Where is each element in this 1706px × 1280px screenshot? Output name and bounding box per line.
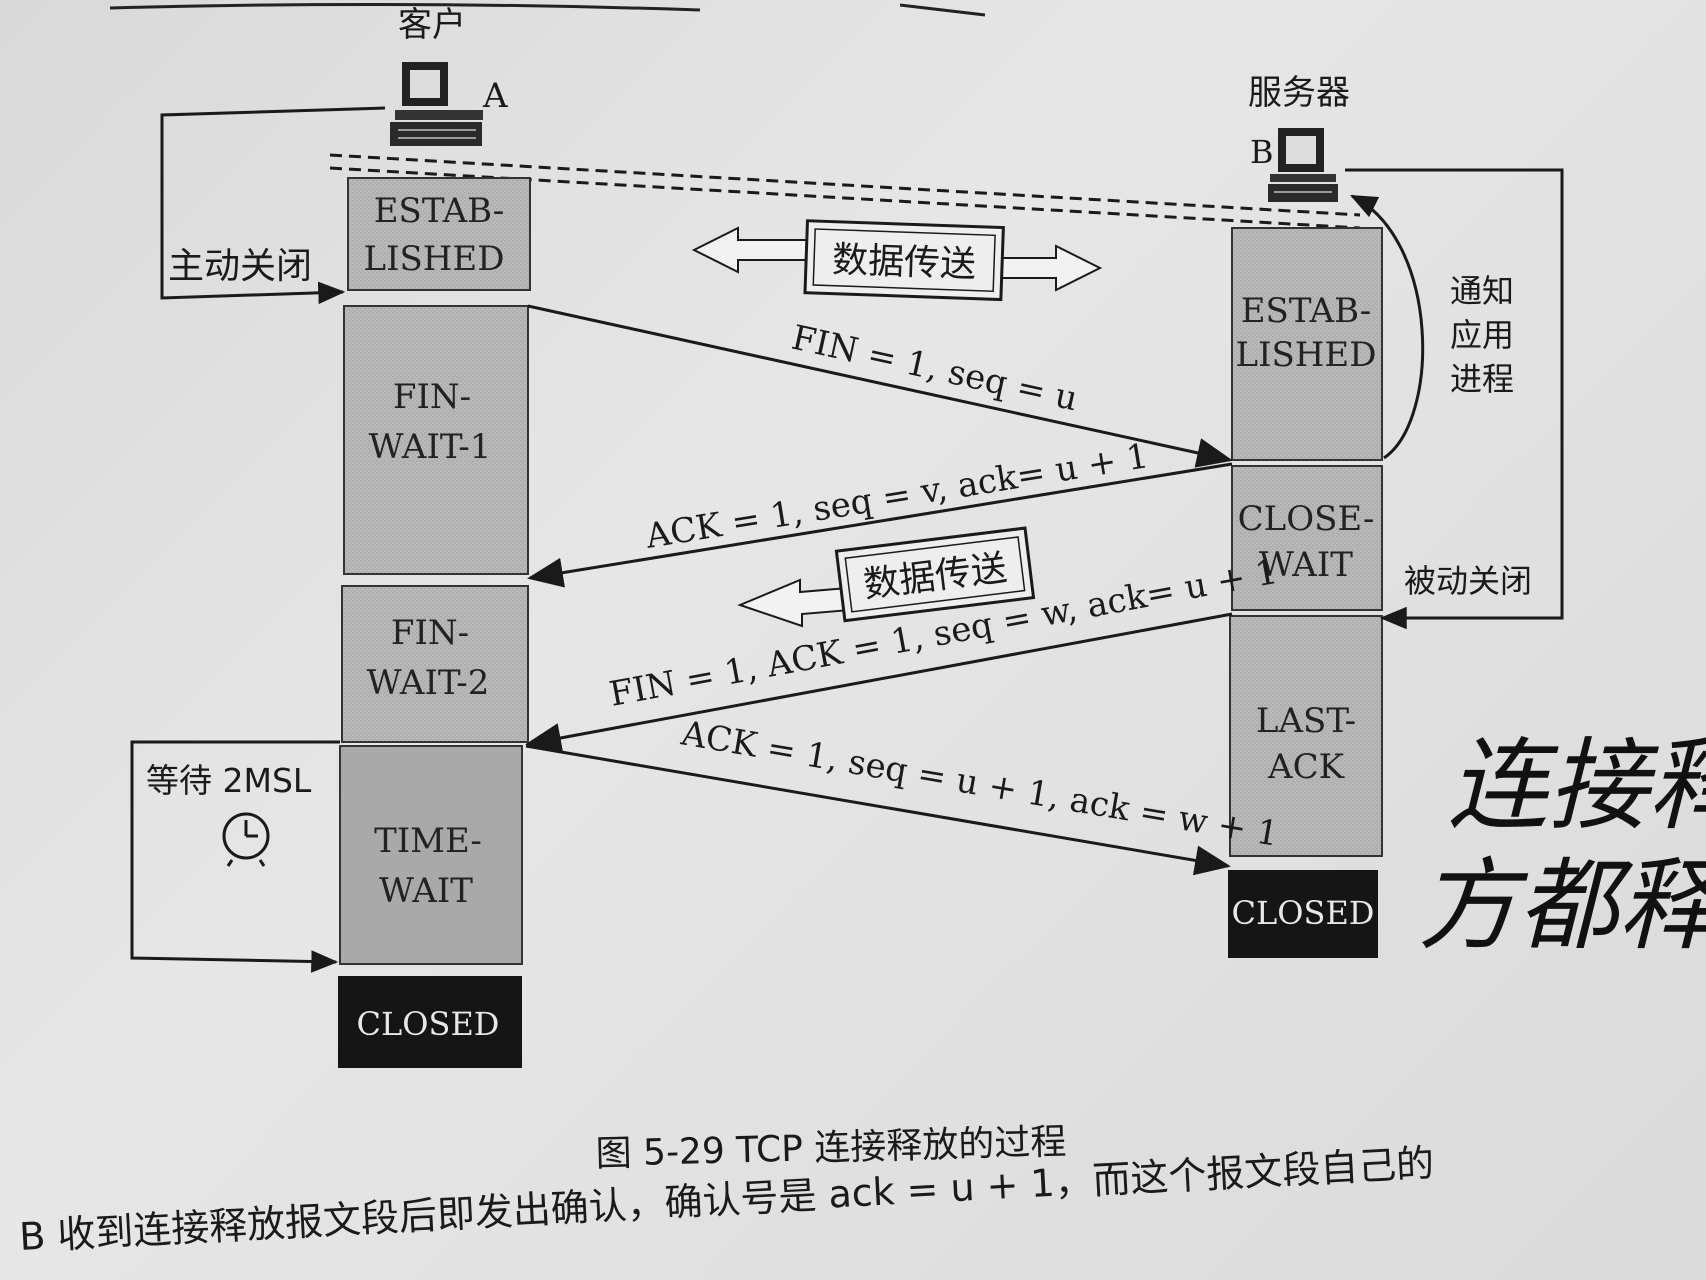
client-state-fin-wait-1 [343,305,529,575]
server-state-column: ESTAB- LISHED CLOSE- WAIT LAST- ACK CLOS… [1228,227,1383,958]
client-state-fin-wait-2-l2: WAIT-2 [367,663,490,703]
data-transfer-mid: 数据传送 [737,526,1036,628]
server-state-closed [1228,870,1378,958]
notify-app-arrow [1349,194,1425,460]
client-state-fin-wait-1-l1: FIN- [393,377,471,417]
client-computer-icon [390,62,483,146]
client-state-closed-label: CLOSED [357,1005,500,1043]
message-label-ack: ACK = 1, seq = v, ack= u + 1 [642,436,1151,557]
server-state-last-ack-l1: LAST- [1256,701,1356,741]
active-close-bracket [160,106,386,305]
server-state-established-l2: LISHED [1235,335,1376,375]
client-state-established-l1: ESTAB- [374,191,505,231]
client-state-fin-wait-2 [341,585,529,743]
data-transfer-top-label: 数据传送 [831,240,976,286]
notify-app-label-3: 进程 [1450,360,1514,398]
message-arrow-ack [527,462,1233,588]
server-state-last-ack-l2: ACK [1267,747,1345,787]
client-state-time-wait-l2: WAIT [379,871,473,911]
wait-2msl-bracket [130,740,340,973]
client-state-closed [338,976,522,1068]
notify-app-label-2: 应用 [1450,316,1514,354]
passive-close-label: 被动关闭 [1404,562,1532,600]
message-arrow-fin [527,304,1233,468]
clock-icon [222,812,270,867]
active-close-label: 主动关闭 [168,246,312,287]
client-state-fin-wait-2-l1: FIN- [391,613,469,653]
server-state-established [1231,227,1383,461]
message-label-fin: FIN = 1, seq = u [788,318,1081,420]
scribble-mark [109,2,986,17]
handwriting-line-1: 连接释 [1448,727,1706,844]
server-state-established-l1: ESTAB- [1241,291,1372,331]
server-state-last-ack [1229,615,1383,857]
client-state-time-wait-l1: TIME- [374,821,482,861]
handwriting-line-2: 方都释 [1418,847,1706,964]
data-transfer-top: 数据传送 [691,219,1103,302]
server-state-close-wait [1231,465,1383,611]
client-state-column: ESTAB- LISHED FIN- WAIT-1 FIN- WAIT-2 TI… [338,177,531,1068]
client-label: 客户 [398,5,466,45]
message-arrow-final-ack [525,744,1231,876]
message-arrow-fin-ack [525,612,1233,753]
server-id: B [1250,133,1274,171]
client-state-time-wait [339,745,523,965]
passive-close-bracket [1345,168,1564,630]
wait-2msl-label: 等待 2MSL [146,761,312,800]
message-label-final-ack: ACK = 1, seq = u + 1, ack = w + 1 [677,713,1281,855]
client-state-established [347,177,531,291]
server-state-close-wait-l2: WAIT [1259,545,1353,585]
server-state-closed-label: CLOSED [1232,894,1375,932]
client-state-fin-wait-1-l2: WAIT-1 [369,427,492,467]
server-state-close-wait-l1: CLOSE- [1238,499,1375,539]
client-state-established-l2: LISHED [363,239,504,279]
client-id: A [482,76,508,116]
notify-app-label-1: 通知 [1450,272,1514,310]
server-computer-icon [1268,128,1338,202]
server-label: 服务器 [1248,73,1350,113]
